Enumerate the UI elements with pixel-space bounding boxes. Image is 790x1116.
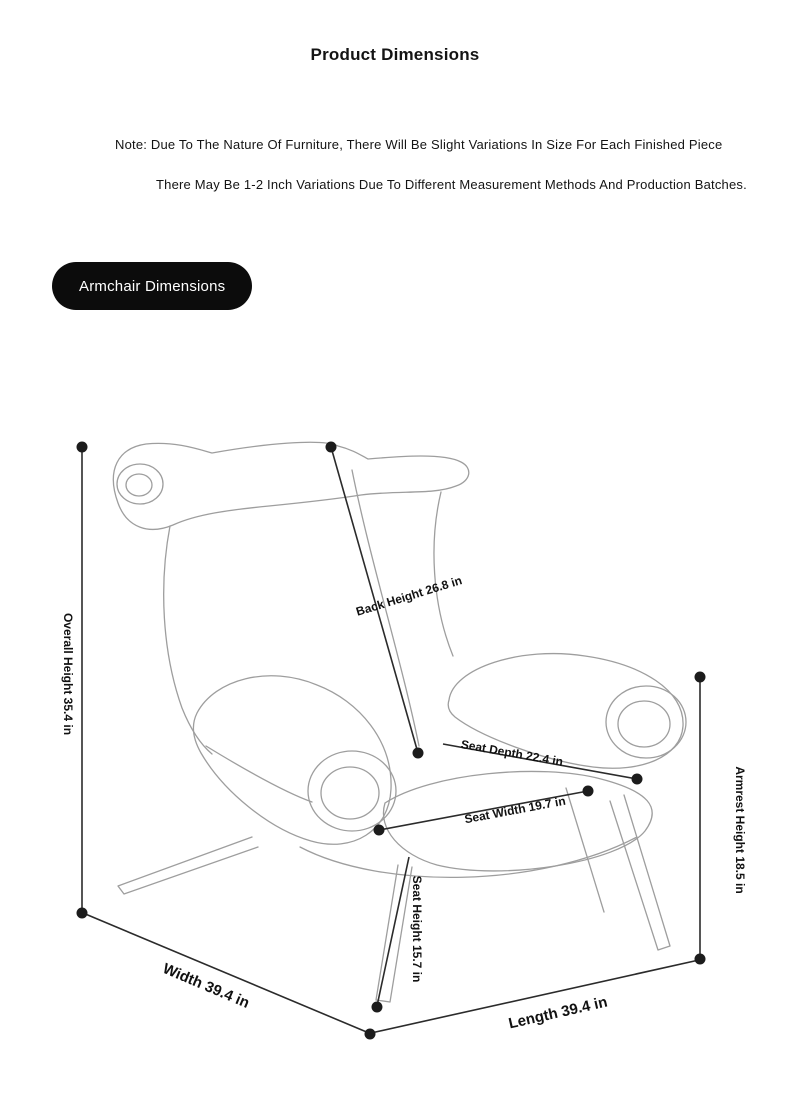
- back-height-line: [330, 446, 419, 754]
- seat-width-line: [378, 790, 589, 831]
- page-title: Product Dimensions: [310, 45, 480, 64]
- dimension-endpoint-dots: [76, 441, 706, 1040]
- armchair-dimensions-button[interactable]: Armchair Dimensions: [52, 262, 253, 310]
- length-line: [370, 959, 700, 1034]
- dimension-lines: [81, 446, 701, 1034]
- seat-depth-line: [442, 743, 638, 780]
- dimension-label-armrest-height: Armrest Height 18.5 in: [733, 766, 747, 894]
- armchair-sketch: [112, 441, 687, 1003]
- dimension-label-seat-height: Seat Height 15.7 in: [410, 875, 424, 983]
- seat-height-line: [376, 856, 410, 1007]
- dimension-label-overall-height: Overall Height 35.4 in: [61, 612, 75, 736]
- note-line-1: Note: Due To The Nature Of Furniture, Th…: [115, 137, 723, 152]
- width-line: [82, 912, 370, 1034]
- note-line-2: There May Be 1-2 Inch Variations Due To …: [156, 177, 747, 192]
